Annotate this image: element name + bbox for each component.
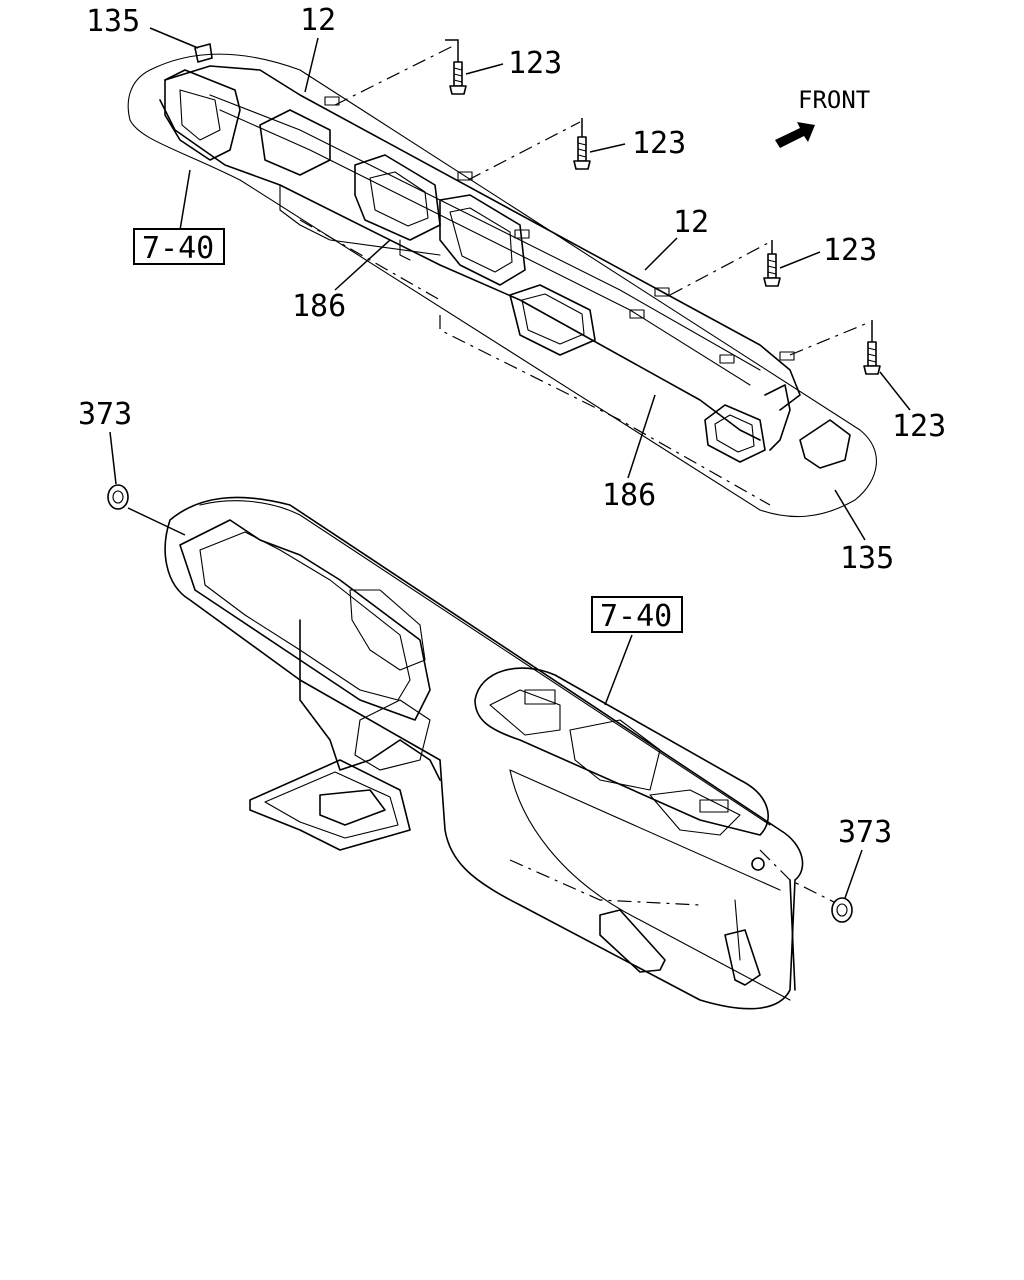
- callout-12-top: 12: [300, 3, 336, 38]
- callout-186-left: 186: [292, 289, 346, 324]
- callout-373-right: 373: [838, 815, 892, 850]
- reference-label-lower: 7-40: [600, 599, 672, 634]
- callout-123-b: 123: [632, 126, 686, 161]
- callout-135-bottom: 135: [840, 541, 894, 576]
- callout-123-a: 123: [508, 46, 562, 81]
- callout-123-c: 123: [823, 233, 877, 268]
- leader-lines: [109, 27, 911, 899]
- callout-12-right: 12: [673, 205, 709, 240]
- instrument-panel: [164, 496, 804, 1010]
- reference-label-upper: 7-40: [142, 231, 214, 266]
- arrow-icon: [775, 122, 815, 148]
- callout-186-right: 186: [602, 478, 656, 513]
- reference-box-upper: 7-40: [133, 228, 225, 266]
- duct-assembly: [127, 43, 877, 518]
- callout-373-left: 373: [78, 397, 132, 432]
- reference-box-lower: 7-40: [591, 596, 683, 634]
- callout-135-top: 135: [86, 4, 140, 39]
- callout-123-d: 123: [892, 409, 946, 444]
- screw-icon: [449, 61, 881, 375]
- front-label: FRONT: [798, 86, 870, 114]
- grommet-icon: [107, 484, 853, 923]
